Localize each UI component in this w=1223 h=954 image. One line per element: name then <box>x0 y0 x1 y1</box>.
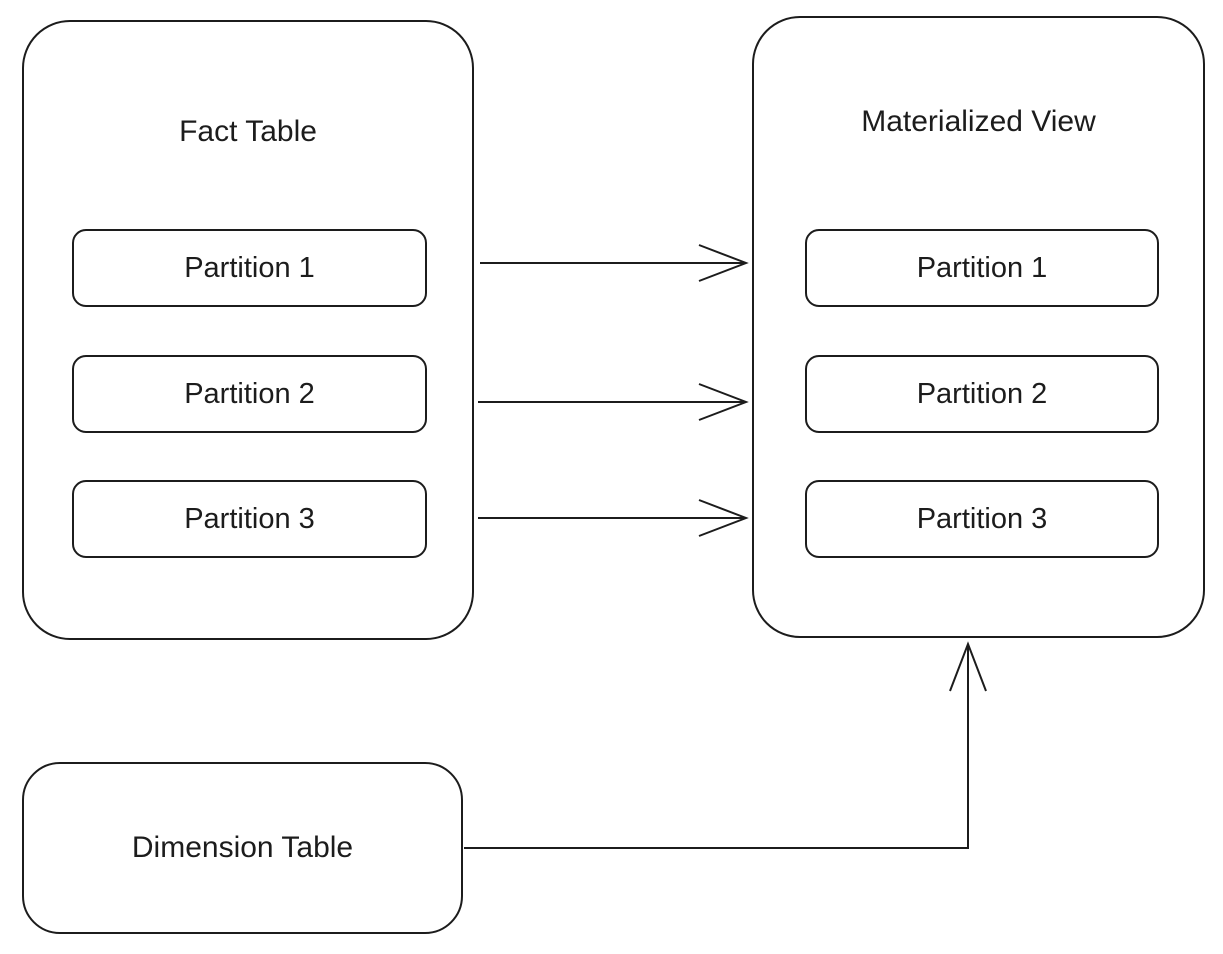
fact-table-title: Fact Table <box>179 115 317 148</box>
fact-table-node: Fact Table Partition 1 Partition 2 Parti… <box>22 20 474 640</box>
fact-table-partition-3: Partition 3 <box>72 480 427 558</box>
edge-partition3-arrow <box>478 499 749 537</box>
edge-partition1-arrow <box>480 244 749 282</box>
fact-table-partition-2: Partition 2 <box>72 355 427 433</box>
materialized-view-partition-2: Partition 2 <box>805 355 1159 433</box>
edge-partition2-arrow <box>478 383 749 421</box>
fact-table-partition-1: Partition 1 <box>72 229 427 307</box>
materialized-view-partition-1: Partition 1 <box>805 229 1159 307</box>
materialized-view-node: Materialized View Partition 1 Partition … <box>752 16 1205 638</box>
materialized-view-partition-3: Partition 3 <box>805 480 1159 558</box>
dimension-table-node: Dimension Table <box>22 762 463 934</box>
materialized-view-title: Materialized View <box>861 105 1096 138</box>
edge-dimension-arrow <box>464 641 987 849</box>
